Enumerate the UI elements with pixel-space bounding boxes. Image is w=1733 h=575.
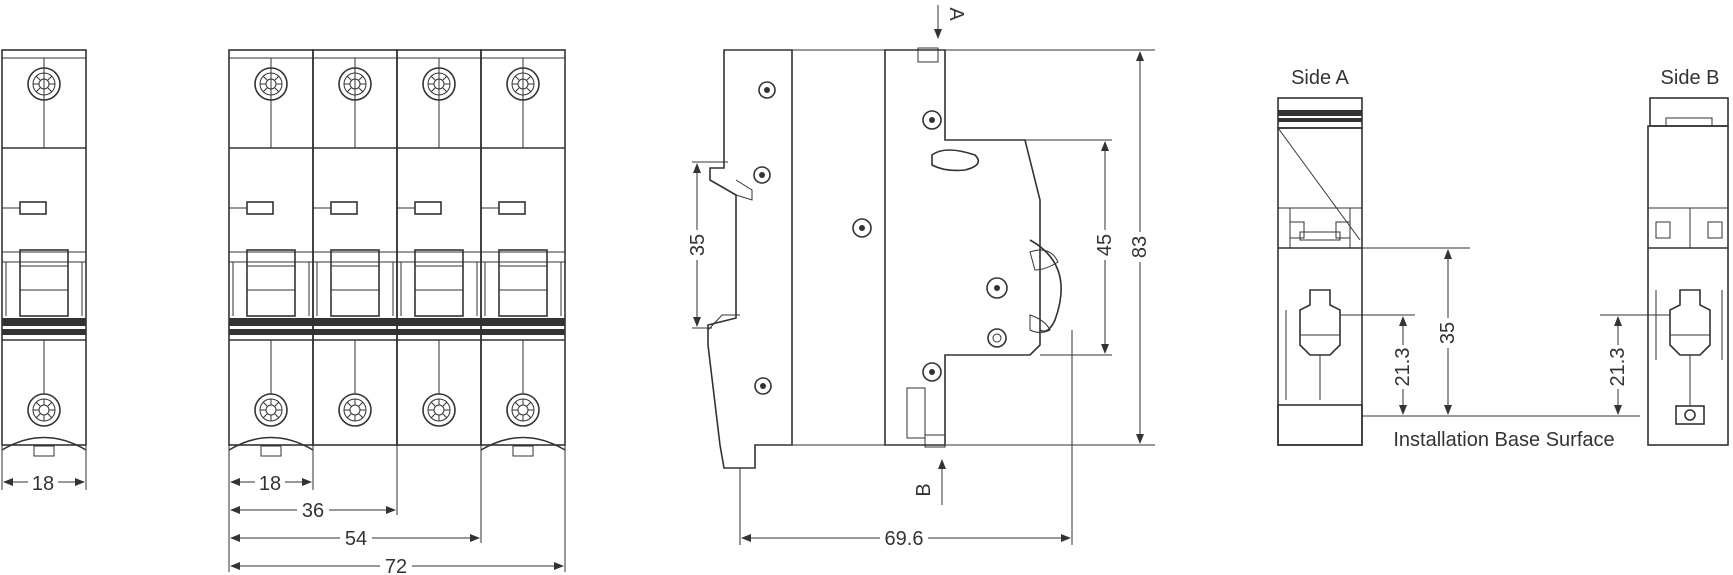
dim-side-a-rail: 35: [1437, 322, 1459, 344]
dim-depth: 69.6: [885, 528, 924, 550]
side-a-title: Side A: [1291, 67, 1349, 89]
dim-inner-height: 45: [1094, 234, 1116, 256]
view-b-label: B: [913, 483, 935, 496]
installation-base-label: Installation Base Surface: [1393, 429, 1614, 451]
view-a-label: A: [945, 7, 967, 21]
dim-four-pole-width: 72: [385, 556, 407, 575]
dim-side-b-offset: 21.3: [1607, 348, 1629, 387]
side-a-view: Side A 35 21.3 Installation Base Surface: [1277, 67, 1640, 451]
multi-pole-front-view: 18 36 54 72: [229, 50, 565, 575]
dim-rail-width: 35: [687, 234, 709, 256]
side-b-title: Side B: [1661, 67, 1720, 89]
dim-side-a-offset: 21.3: [1392, 348, 1414, 387]
dim-two-pole-width: 36: [302, 500, 324, 522]
side-b-view: Side B 21.3: [1600, 67, 1729, 446]
dim-pole-width: 18: [259, 473, 281, 495]
side-view: A B 35 45 83 69.6: [686, 5, 1155, 550]
dim-single-width: 18: [32, 473, 54, 495]
dim-body-height: 83: [1129, 236, 1151, 258]
single-pole-front-view: 18: [2, 50, 86, 495]
dim-three-pole-width: 54: [345, 528, 367, 550]
